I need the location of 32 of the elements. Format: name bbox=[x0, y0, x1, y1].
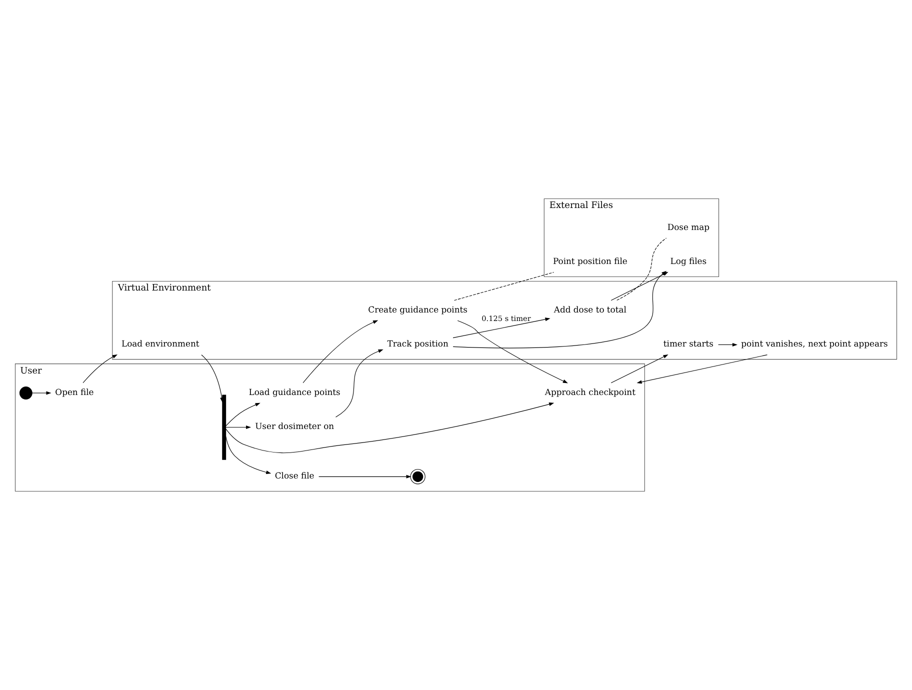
node-circle bbox=[19, 386, 32, 400]
node-text: Load guidance points bbox=[248, 386, 340, 397]
arrow bbox=[318, 474, 412, 478]
arrow bbox=[226, 402, 554, 454]
arrow bbox=[82, 354, 118, 384]
node-bar bbox=[222, 394, 226, 460]
node-text: Open file bbox=[55, 386, 94, 397]
arrow bbox=[201, 354, 224, 403]
arrow bbox=[226, 402, 260, 426]
arrow bbox=[226, 425, 252, 430]
node-text: Approach checkpoint bbox=[544, 386, 636, 397]
node-text: Dose map bbox=[667, 222, 710, 232]
node-text: Add dose to total bbox=[554, 304, 626, 314]
arrow bbox=[452, 318, 550, 338]
arrow bbox=[32, 391, 52, 395]
arrow bbox=[718, 342, 738, 346]
connector bbox=[454, 272, 554, 301]
arrow bbox=[335, 349, 384, 418]
node-text: User dosimeter on bbox=[255, 421, 334, 432]
node-text: timer starts bbox=[663, 338, 714, 349]
node-text: point vanishes, next point appears bbox=[741, 338, 888, 349]
node-text: Create guidance points bbox=[368, 304, 468, 314]
node-text: Log files bbox=[670, 256, 707, 266]
arrow bbox=[457, 320, 568, 384]
node-text: Point position file bbox=[552, 256, 628, 266]
node-text: Close file bbox=[274, 470, 314, 481]
arrow bbox=[636, 354, 768, 384]
node-text: Track position bbox=[387, 338, 448, 349]
arrow bbox=[226, 436, 272, 474]
node-text: Load environment bbox=[121, 338, 200, 349]
arrow bbox=[302, 320, 378, 384]
arrow bbox=[610, 354, 668, 384]
